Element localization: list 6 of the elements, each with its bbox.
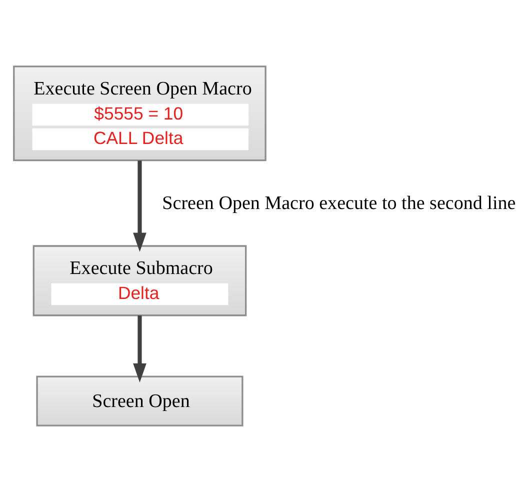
node-box: Execute Submacro Delta — [32, 245, 247, 316]
arrow — [133, 160, 146, 252]
node-box: Screen Open — [36, 376, 244, 426]
node-box: Execute Screen Open Macro $5555 = 10 CALL Delta — [13, 66, 266, 162]
edge-label: Screen Open Macro execute to the second line — [162, 192, 516, 214]
arrow — [133, 315, 146, 382]
